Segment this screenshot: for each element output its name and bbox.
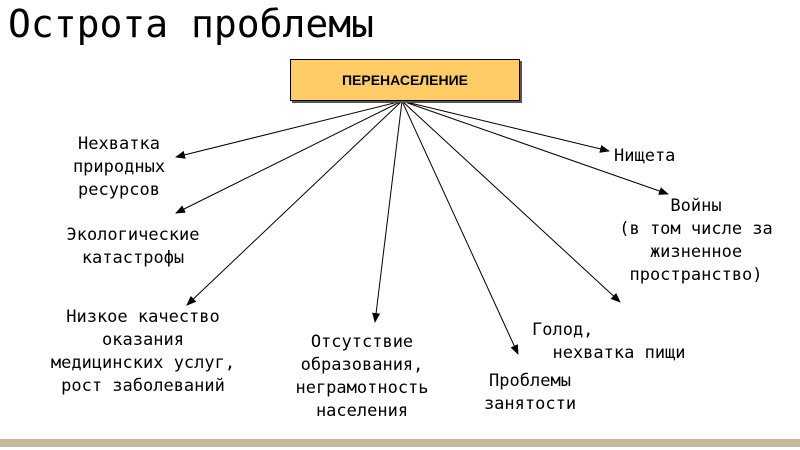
node-resources: Нехватка природных ресурсов [72, 134, 166, 200]
slide-title: Острота проблемы [8, 2, 375, 46]
node-hunger: Голод, нехватка пищи [532, 320, 686, 363]
arrow-to-employment [401, 100, 519, 355]
node-ecology: Экологические катастрофы [66, 225, 200, 268]
footer-bar [0, 439, 800, 447]
root-node-overpopulation: ПЕРЕНАСЕЛЕНИЕ [290, 59, 520, 101]
arrow-to-hunger [401, 100, 621, 303]
arrow-to-poverty [401, 100, 610, 153]
node-employment: Проблемы занятости [483, 371, 577, 414]
arrow-to-resources [175, 100, 403, 159]
root-node-label: ПЕРЕНАСЕЛЕНИЕ [341, 72, 469, 88]
arrow-to-wars [401, 100, 669, 195]
arrow-to-education [372, 100, 403, 323]
arrow-to-medicine [186, 100, 403, 306]
node-wars: Войны (в том числе за жизненное простран… [619, 196, 773, 285]
node-education: Отсутствие образования, неграмотность на… [295, 332, 429, 421]
node-medicine: Низкое качество оказания медицинских усл… [50, 307, 236, 396]
arrow-to-ecology [175, 100, 403, 214]
node-poverty: Нищета [614, 146, 676, 166]
